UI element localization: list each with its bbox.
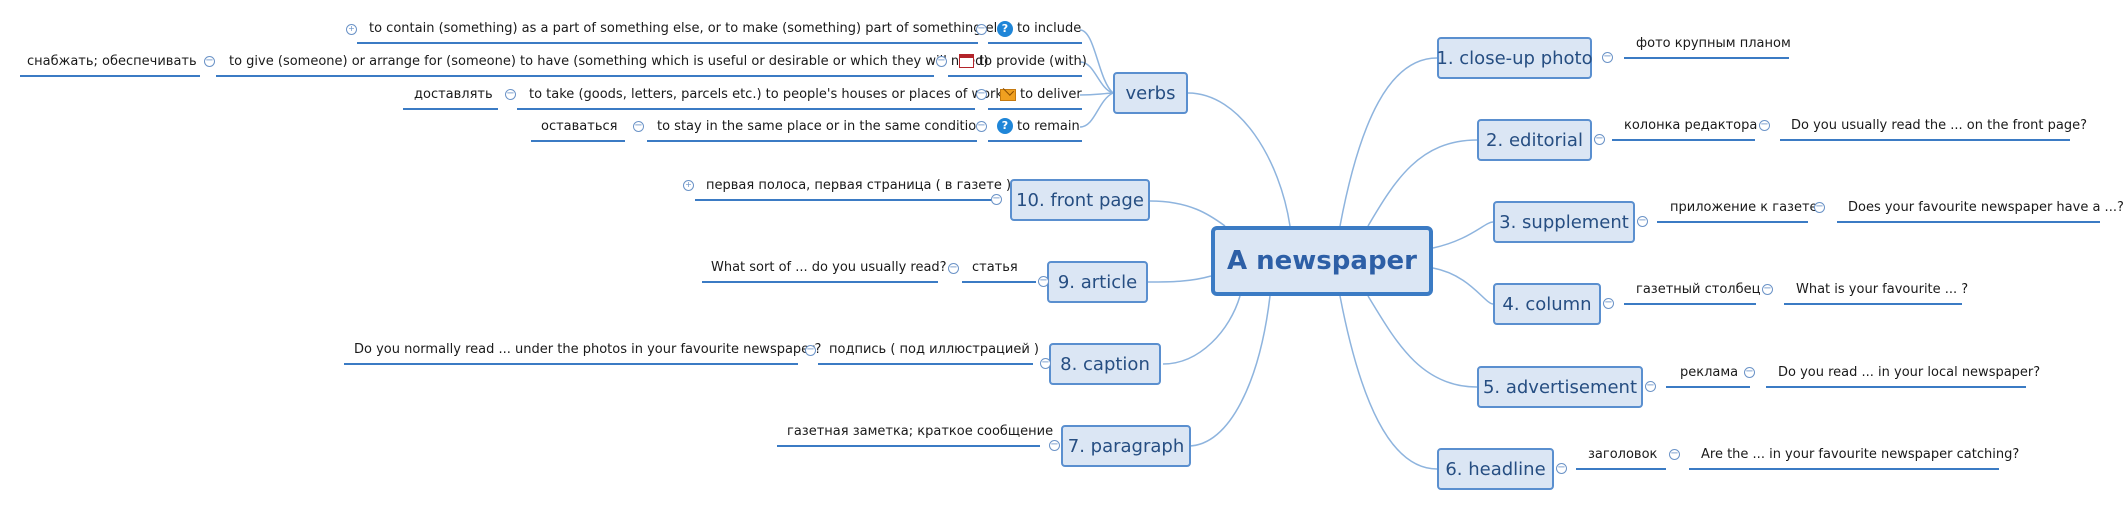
close-up-photo-translation: фото крупным планом: [1636, 36, 1791, 51]
supplement-translation: приложение к газете: [1670, 200, 1818, 215]
topic-caption[interactable]: 8. caption: [1049, 343, 1161, 385]
underline: [357, 42, 978, 44]
topic-verbs[interactable]: verbs: [1113, 72, 1188, 114]
calendar-icon: [959, 54, 974, 68]
topic-front-page[interactable]: 10. front page: [1010, 179, 1150, 221]
underline: [216, 75, 934, 77]
underline: [948, 75, 1082, 77]
paragraph-translation: газетная заметка; краткое сообщение: [787, 424, 1054, 439]
advertisement-question: Do you read ... in your local newspaper?: [1778, 365, 2041, 380]
verb-remain-translation: оставаться: [541, 119, 618, 134]
verb-deliver-definition: to take (goods, letters, parcels etc.) t…: [529, 87, 1003, 102]
underline: [702, 281, 938, 283]
collapse-icon[interactable]: −: [1762, 283, 1773, 295]
caption-question: Do you normally read ... under the photo…: [354, 342, 822, 357]
collapse-icon[interactable]: −: [936, 55, 947, 67]
underline: [1624, 303, 1756, 305]
article-translation: статья: [972, 260, 1018, 275]
question-icon: ?: [997, 21, 1013, 37]
topic-article[interactable]: 9. article: [1047, 261, 1148, 303]
underline: [1657, 221, 1808, 223]
collapse-icon[interactable]: −: [976, 120, 987, 132]
editorial-question: Do you usually read the ... on the front…: [1791, 118, 2088, 133]
underline: [344, 363, 798, 365]
underline: [988, 42, 1082, 44]
collapse-icon[interactable]: −: [1814, 201, 1825, 213]
collapse-icon[interactable]: −: [1594, 133, 1605, 145]
topic-close-up-photo[interactable]: 1. close-up photo: [1436, 37, 1593, 79]
underline: [1576, 468, 1666, 470]
verb-include-term: to include: [1017, 21, 1082, 36]
collapse-icon[interactable]: −: [1645, 380, 1656, 392]
verb-remain-term: to remain: [1017, 119, 1080, 134]
underline: [962, 281, 1036, 283]
verb-provide-term: to provide (with): [979, 54, 1087, 69]
article-question: What sort of ... do you usually read?: [711, 260, 947, 275]
underline: [403, 108, 498, 110]
topic-headline[interactable]: 6. headline: [1437, 448, 1554, 490]
verb-provide-definition: to give (someone) or arrange for (someon…: [229, 54, 989, 69]
underline: [1612, 139, 1755, 141]
front-page-translation: первая полоса, первая страница ( в газет…: [706, 178, 1012, 193]
collapse-icon[interactable]: −: [1669, 448, 1680, 460]
underline: [1624, 57, 1789, 59]
verb-provide-translation: снабжать; обеспечивать: [27, 54, 197, 69]
underline: [1784, 303, 1962, 305]
topic-supplement[interactable]: 3. supplement: [1493, 201, 1635, 243]
verb-include-definition: to contain (something) as a part of some…: [369, 21, 1013, 36]
central-topic[interactable]: A newspaper: [1211, 226, 1433, 296]
supplement-question: Does your favourite newspaper have a ...…: [1848, 200, 2124, 215]
underline: [647, 140, 977, 142]
caption-translation: подпись ( под иллюстрацией ): [829, 342, 1040, 357]
collapse-icon[interactable]: −: [948, 262, 959, 274]
underline: [1689, 468, 1999, 470]
topic-advertisement[interactable]: 5. advertisement: [1477, 366, 1643, 408]
mail-icon: [1000, 89, 1016, 101]
underline: [695, 199, 995, 201]
collapse-icon[interactable]: −: [1603, 297, 1614, 309]
headline-question: Are the ... in your favourite newspaper …: [1701, 447, 2020, 462]
headline-translation: заголовок: [1588, 447, 1658, 462]
collapse-icon[interactable]: −: [204, 55, 215, 67]
collapse-icon[interactable]: −: [976, 23, 987, 35]
topic-column[interactable]: 4. column: [1493, 283, 1601, 325]
underline: [1780, 139, 2070, 141]
underline: [1766, 386, 2026, 388]
verb-remain-definition: to stay in the same place or in the same…: [657, 119, 985, 134]
underline: [777, 445, 1040, 447]
expand-icon[interactable]: +: [346, 24, 357, 35]
editorial-translation: колонка редактора: [1624, 118, 1758, 133]
expand-icon[interactable]: +: [683, 180, 694, 191]
collapse-icon[interactable]: −: [1040, 357, 1051, 369]
column-translation: газетный столбец: [1636, 282, 1761, 297]
collapse-icon[interactable]: −: [1759, 119, 1770, 131]
topic-editorial[interactable]: 2. editorial: [1477, 119, 1592, 161]
column-question: What is your favourite ... ?: [1796, 282, 1969, 297]
verb-deliver-term: to deliver: [1020, 87, 1082, 102]
topic-paragraph[interactable]: 7. paragraph: [1061, 425, 1191, 467]
underline: [818, 363, 1033, 365]
question-icon: ?: [997, 118, 1013, 134]
underline: [1666, 386, 1750, 388]
verb-deliver-translation: доставлять: [414, 87, 493, 102]
collapse-icon[interactable]: −: [1637, 215, 1648, 227]
underline: [988, 140, 1082, 142]
underline: [531, 140, 625, 142]
collapse-icon[interactable]: −: [1744, 366, 1755, 378]
collapse-icon[interactable]: −: [505, 88, 516, 100]
collapse-icon[interactable]: −: [1038, 275, 1049, 287]
collapse-icon[interactable]: −: [1049, 439, 1060, 451]
collapse-icon[interactable]: −: [633, 120, 644, 132]
underline: [20, 75, 200, 77]
underline: [1837, 221, 2100, 223]
collapse-icon[interactable]: −: [1556, 462, 1567, 474]
underline: [517, 108, 975, 110]
collapse-icon[interactable]: −: [805, 344, 816, 356]
collapse-icon[interactable]: −: [1602, 51, 1613, 63]
underline: [988, 108, 1082, 110]
collapse-icon[interactable]: −: [976, 88, 987, 100]
collapse-icon[interactable]: −: [991, 193, 1002, 205]
advertisement-translation: реклама: [1680, 365, 1739, 380]
